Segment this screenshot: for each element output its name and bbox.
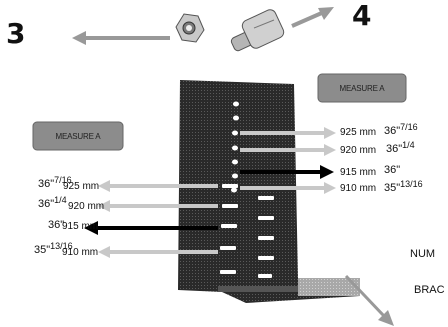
right-inch-910: 35"13/16 [384,179,423,194]
arrow-lower-right [344,274,394,326]
left-mm-910: 910 mm [62,247,99,258]
measure-arrows-right [240,127,336,194]
measure-badge-left [32,121,124,151]
cut-label-num: NUM [410,248,436,260]
left-mm-920: 920 mm [68,201,105,212]
right-mm-925: 925 mm [340,127,377,138]
cut-label-brac: BRAC [414,284,445,296]
right-inch-920: 36"1/4 [386,140,415,155]
left-inch-915: 36" [48,219,65,231]
arrow-to-3 [72,31,170,45]
left-mm-915: 915 mm [62,221,99,232]
right-mm-920: 920 mm [340,145,377,156]
measure-badge-left-label: MEASURE A [55,132,101,141]
bracket-slots [220,184,274,278]
measure-badge-right-label: MEASURE A [339,84,385,93]
bracket-panel [178,80,360,303]
nut-icon [175,13,205,43]
bracket-holes-right [231,101,239,193]
arrow-to-4 [291,7,334,28]
left-inch-910: 35"13/16 [34,241,73,256]
right-mm-915: 915 mm [340,167,377,178]
right-inch-925: 36"7/16 [384,122,418,137]
right-mm-910: 910 mm [340,183,377,194]
measure-arrows-left [84,180,218,258]
left-inch-925: 36"7/16 [38,175,72,190]
right-inch-915: 36" [384,164,401,176]
bolt-icon [230,9,285,52]
step-number-4: 4 [352,0,372,32]
step-number-3: 3 [6,17,26,50]
left-inch-920: 36"1/4 [38,195,67,210]
measure-badge-right [317,73,407,103]
left-mm-925: 925 mm [63,181,100,192]
